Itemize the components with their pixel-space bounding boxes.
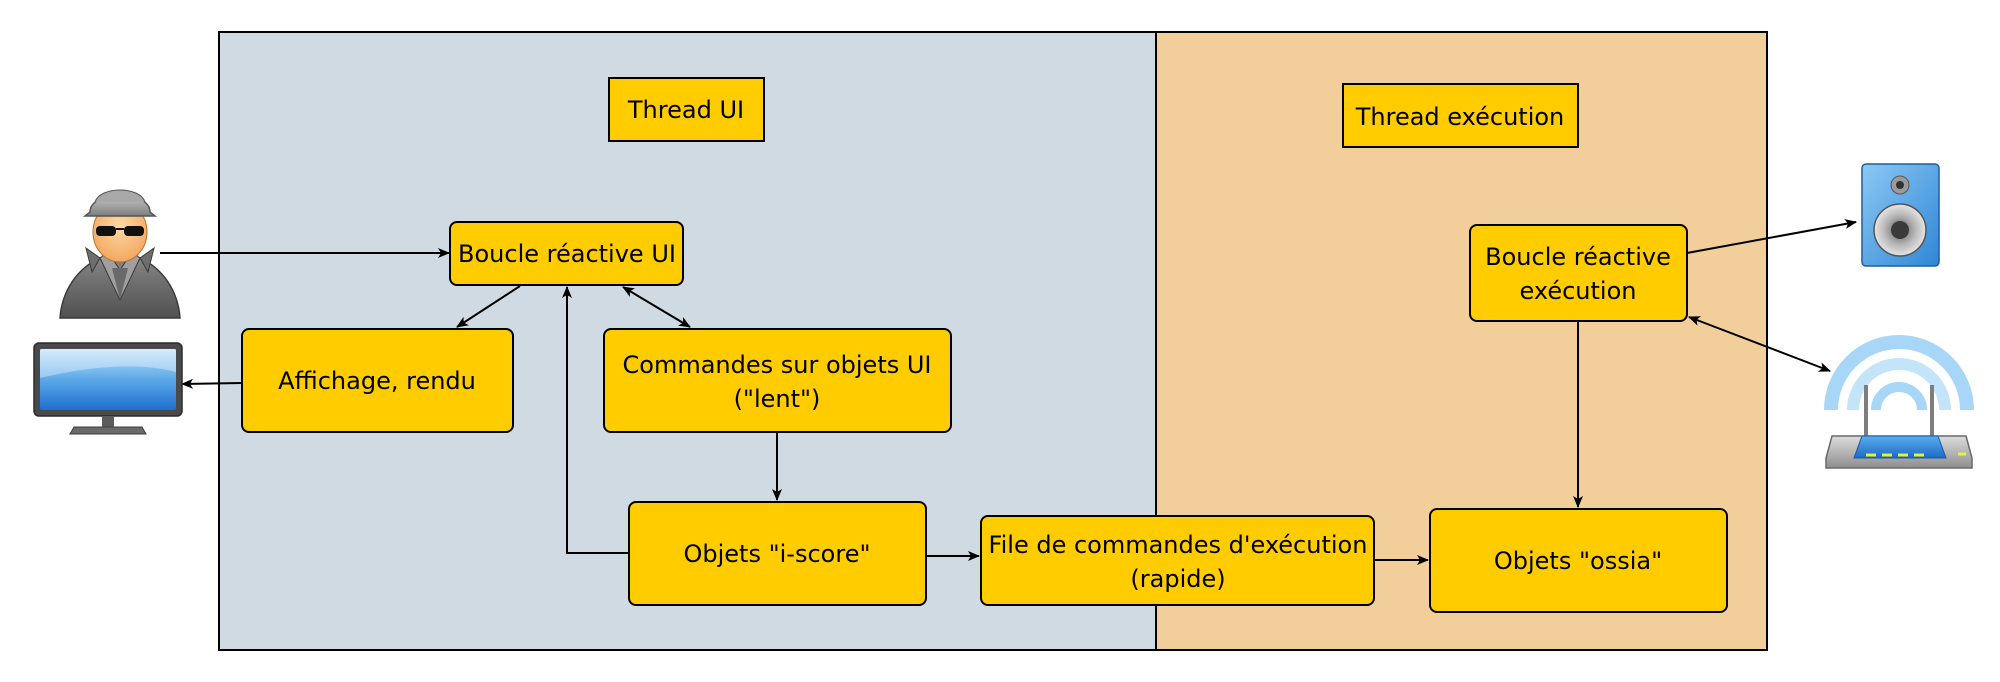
boucle-exec-line2: exécution [1520, 277, 1637, 305]
affichage-rendu-box: Affichage, rendu [241, 328, 514, 433]
ui-thread-label: Thread UI [608, 77, 765, 142]
arrow-boucle-ui-to-affichage [456, 285, 521, 328]
arrow-boucle-exec-router-bidirectional [1688, 316, 1831, 372]
arrow-iscore-to-boucle-ui [562, 286, 629, 554]
monitor-icon [33, 342, 183, 435]
arrow-affichage-to-monitor [181, 378, 243, 389]
exec-thread-label-text: Thread exécution [1355, 103, 1565, 131]
ui-thread-label-text: Thread UI [627, 96, 744, 124]
boucle-reactive-ui-text: Boucle réactive UI [458, 240, 676, 268]
boucle-reactive-execution-box: Boucle réactive exécution [1469, 224, 1688, 322]
wifi-router-icon [1824, 335, 1974, 469]
exec-thread-label: Thread exécution [1342, 83, 1579, 148]
objets-ossia-box: Objets "ossia" [1429, 508, 1728, 613]
commandes-objets-ui-line2: ("lent") [734, 385, 821, 413]
objets-iscore-box: Objets "i-score" [628, 501, 927, 606]
file-commandes-line2: (rapide) [1130, 565, 1225, 593]
spy-user-icon [59, 189, 181, 319]
arrow-boucle-exec-to-speaker [1686, 219, 1857, 254]
commandes-objets-ui-box: Commandes sur objets UI ("lent") [603, 328, 952, 433]
connectors [160, 219, 1857, 565]
affichage-rendu-text: Affichage, rendu [278, 367, 476, 395]
commandes-objets-ui-line1: Commandes sur objets UI [623, 351, 932, 379]
objets-iscore-text: Objets "i-score" [684, 540, 871, 568]
arrow-boucle-ui-commandes-bidirectional [622, 286, 691, 328]
file-commandes-line1: File de commandes d'exécution [989, 531, 1368, 559]
objets-ossia-text: Objets "ossia" [1494, 547, 1662, 575]
boucle-exec-line1: Boucle réactive [1485, 243, 1671, 271]
file-commandes-execution-box: File de commandes d'exécution (rapide) [980, 515, 1375, 606]
boucle-reactive-ui-box: Boucle réactive UI [449, 221, 684, 286]
speaker-icon [1861, 163, 1940, 267]
